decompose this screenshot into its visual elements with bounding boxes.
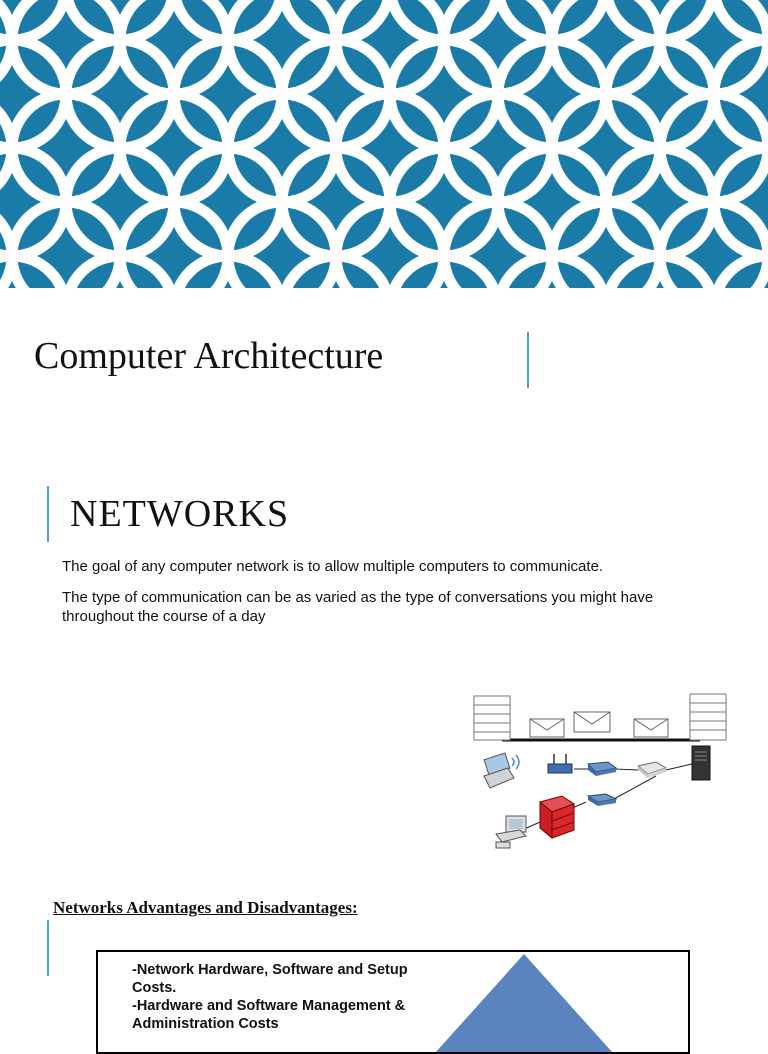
- section-heading: Networks Advantages and Disadvantages:: [53, 898, 358, 917]
- disadvantages-box: -Network Hardware, Software and Setup Co…: [96, 950, 690, 1054]
- disadvantages-list: -Network Hardware, Software and Setup Co…: [132, 961, 432, 1033]
- laptop-wifi-icon: [483, 752, 520, 789]
- wireless-router-icon: [547, 754, 573, 774]
- envelope-icon: [573, 711, 611, 733]
- network-switch-icon: [586, 793, 618, 806]
- paragraph: The goal of any computer network is to a…: [62, 558, 604, 575]
- banner-pattern: [0, 0, 768, 288]
- desktop-computer-icon: [495, 815, 527, 849]
- list-item: -Network Hardware, Software and Setup Co…: [132, 962, 408, 996]
- section-title: NETWORKS: [70, 493, 290, 535]
- network-switch-icon: [636, 761, 668, 778]
- blue-triangle-shape: [435, 954, 613, 1052]
- accent-divider: [527, 332, 529, 388]
- decorative-banner: [0, 0, 768, 288]
- server-rack-icon: [689, 693, 727, 741]
- list-item: -Hardware and Software Management & Admi…: [132, 998, 406, 1032]
- server-tower-icon: [691, 745, 711, 781]
- envelope-icon: [529, 718, 565, 738]
- paragraph: The type of communication can be as vari…: [62, 589, 654, 625]
- accent-divider: [47, 486, 49, 542]
- slide-title: Computer Architecture: [34, 335, 384, 377]
- network-switch-icon: [586, 761, 618, 776]
- firewall-icon: [538, 795, 576, 840]
- envelope-icon: [633, 718, 669, 738]
- server-rack-icon: [473, 695, 511, 741]
- network-diagram: [473, 693, 727, 849]
- accent-divider: [47, 920, 49, 976]
